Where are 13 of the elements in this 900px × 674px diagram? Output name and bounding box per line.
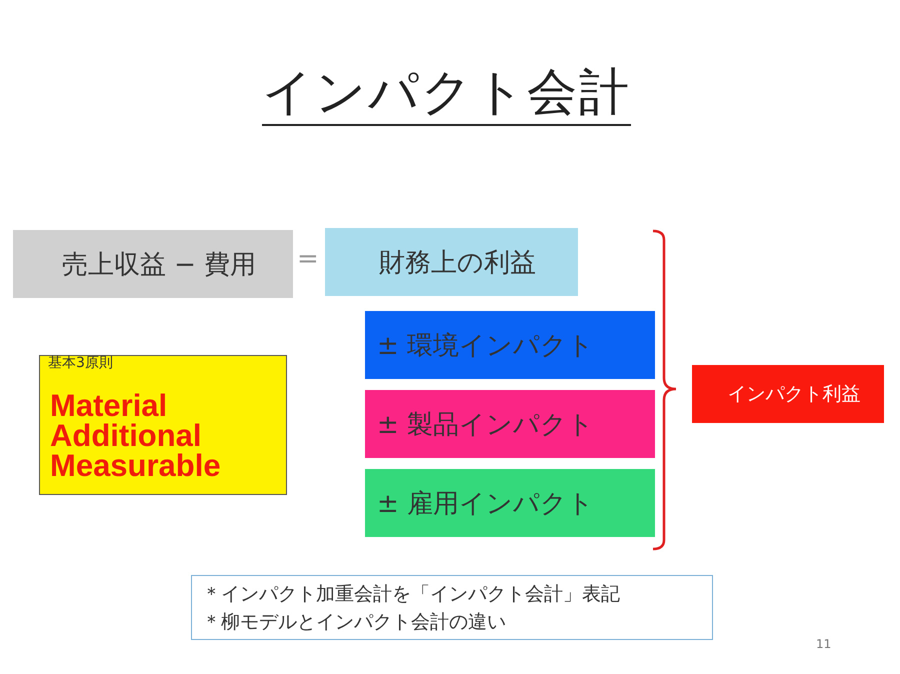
principles-list: Material Additional Measurable (50, 391, 221, 481)
box-label: 財務上の利益 (379, 246, 536, 280)
box-label: ± 製品インパクト (377, 408, 594, 442)
box-label: 売上収益 − 費用 (62, 248, 256, 282)
note-text: ＊柳モデルとインパクト会計の違い (202, 610, 506, 634)
box-label: ± 環境インパクト (377, 330, 594, 362)
slide-title: インパクト会計 (262, 60, 631, 126)
box-label: ± 雇用インパクト (377, 488, 594, 520)
principles-heading: 基本3原則 (48, 354, 113, 372)
page-number: 11 (816, 637, 832, 651)
note-text: ＊インパクト加重会計を「インパクト会計」表記 (202, 582, 620, 606)
equals-sign: = (297, 244, 319, 274)
box-label: インパクト利益 (728, 382, 860, 407)
